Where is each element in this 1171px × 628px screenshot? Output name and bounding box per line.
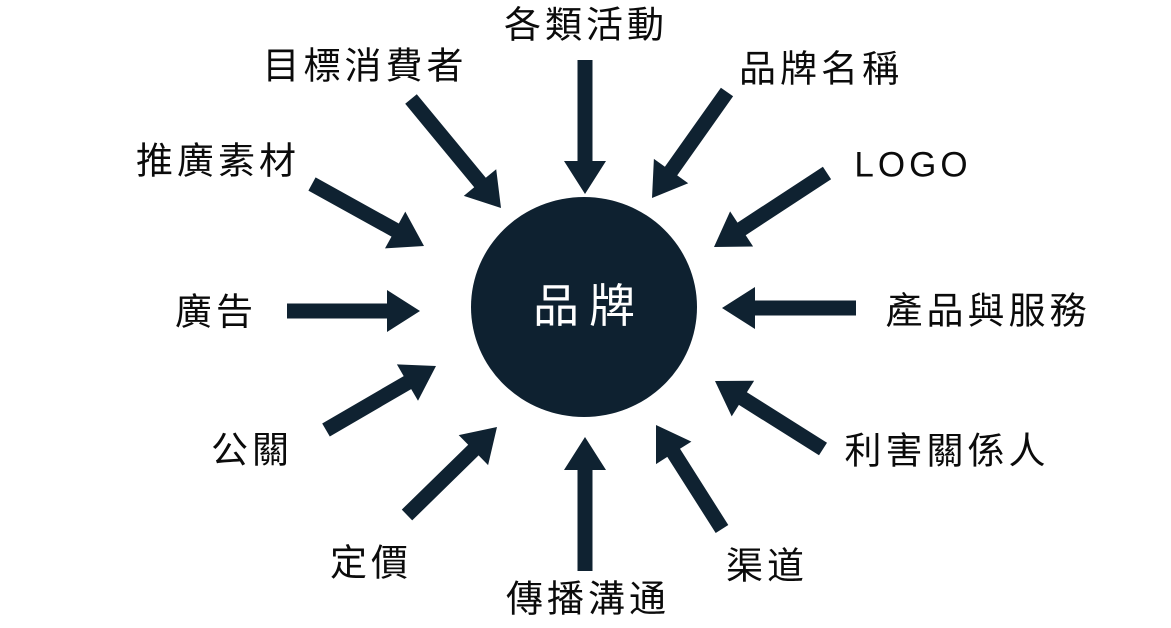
- spoke-label-promotional-materials: 推廣素材: [136, 140, 300, 182]
- spoke-label-public-relations: 公關: [211, 429, 293, 471]
- spoke-label-channels: 渠道: [726, 545, 808, 587]
- spoke-label-pricing: 定價: [330, 542, 412, 584]
- arrow-products-and-services: [722, 287, 856, 329]
- arrow-brand-name: [652, 87, 734, 198]
- arrow-logo: [714, 166, 832, 247]
- arrow-advertising: [287, 290, 420, 332]
- brand-circle: [471, 197, 697, 417]
- spoke-label-communication: 傳播溝通: [506, 578, 670, 620]
- arrow-public-relations: [322, 364, 436, 437]
- spoke-label-advertising: 廣告: [175, 291, 257, 333]
- arrow-target-consumers: [405, 94, 501, 208]
- arrow-pricing: [401, 427, 497, 521]
- arrow-channels: [656, 425, 729, 533]
- spoke-label-logo: LOGO: [854, 145, 972, 185]
- spoke-label-products-and-services: 產品與服務: [885, 290, 1091, 332]
- brand-center-label: 品牌: [533, 280, 645, 332]
- arrow-communication: [564, 437, 606, 571]
- spoke-label-stakeholders: 利害關係人: [844, 430, 1050, 472]
- arrow-various-activities: [564, 60, 606, 194]
- arrow-stakeholders: [715, 380, 827, 456]
- spoke-label-various-activities: 各類活動: [504, 4, 668, 46]
- spoke-label-target-consumers: 目標消費者: [262, 45, 468, 87]
- arrow-promotional-materials: [308, 177, 424, 249]
- spoke-label-brand-name: 品牌名稱: [739, 48, 903, 90]
